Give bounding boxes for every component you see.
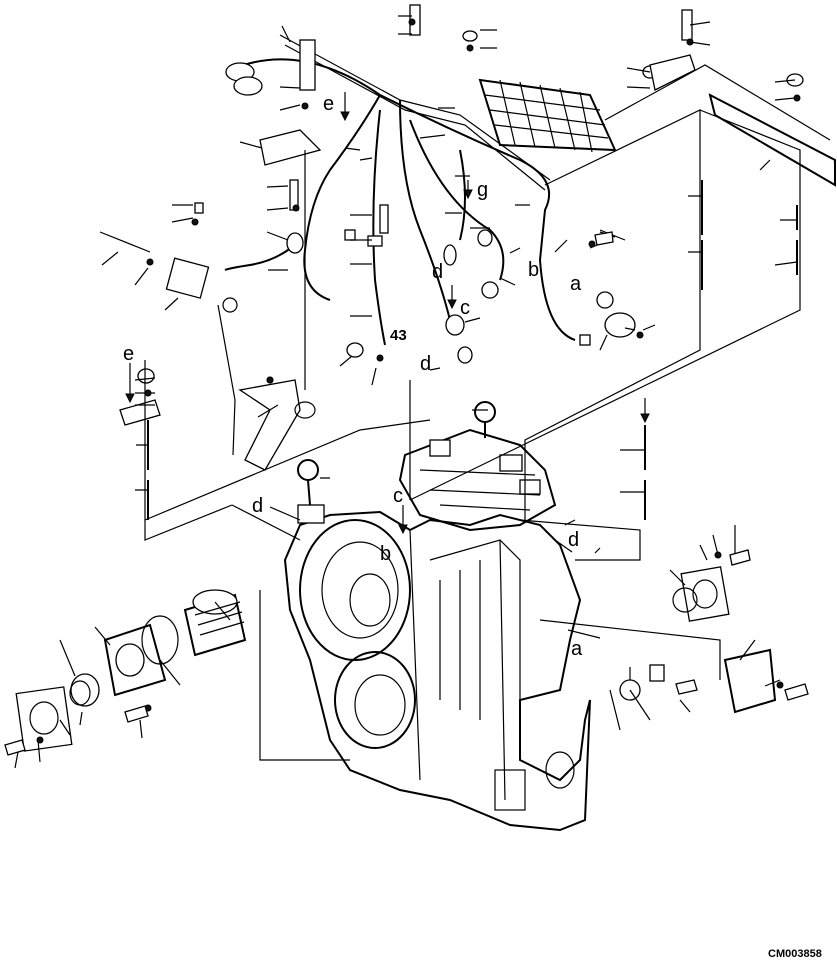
callout-letter-d-right: d — [568, 529, 579, 551]
callout-letter-c-lower: c — [393, 485, 403, 507]
callout-letter-b-upper: b — [528, 259, 539, 281]
callout-letter-c-upper: c — [460, 297, 470, 319]
callout-letter-d-left: d — [420, 353, 431, 375]
part-number-43: 43 — [390, 327, 407, 344]
callout-letter-f-top: e — [323, 93, 334, 115]
rods — [147, 180, 798, 520]
callout-letter-a-upper: a — [570, 273, 582, 295]
control-valve-assembly — [398, 428, 557, 532]
wiring-harness — [224, 34, 576, 346]
sensors — [286, 229, 591, 364]
connector-bracket — [478, 78, 617, 153]
bracket-left — [119, 54, 696, 471]
eye-bolts — [297, 401, 496, 524]
strainer-assembly — [15, 589, 247, 752]
callout-letter-g: g — [477, 179, 488, 201]
cover-plate-right — [672, 93, 836, 714]
callout-arrows — [125, 92, 650, 639]
transmission-case — [283, 510, 591, 832]
bolts — [99, 4, 804, 701]
fasteners — [4, 18, 809, 756]
section-frames — [144, 64, 831, 761]
callout-labels: e e g d d b b c c d d d d a a 43 — [123, 93, 583, 660]
callout-letter-f-left: e — [123, 343, 134, 365]
callout-letter-a-lower: a — [571, 638, 583, 660]
leader-lines — [14, 15, 801, 769]
callout-letter-e-lower: d — [252, 495, 263, 517]
callout-letter-b-lower: b — [380, 543, 391, 565]
figure-code: CM003858 — [768, 948, 822, 960]
callout-letter-e-upper: d — [432, 261, 443, 283]
